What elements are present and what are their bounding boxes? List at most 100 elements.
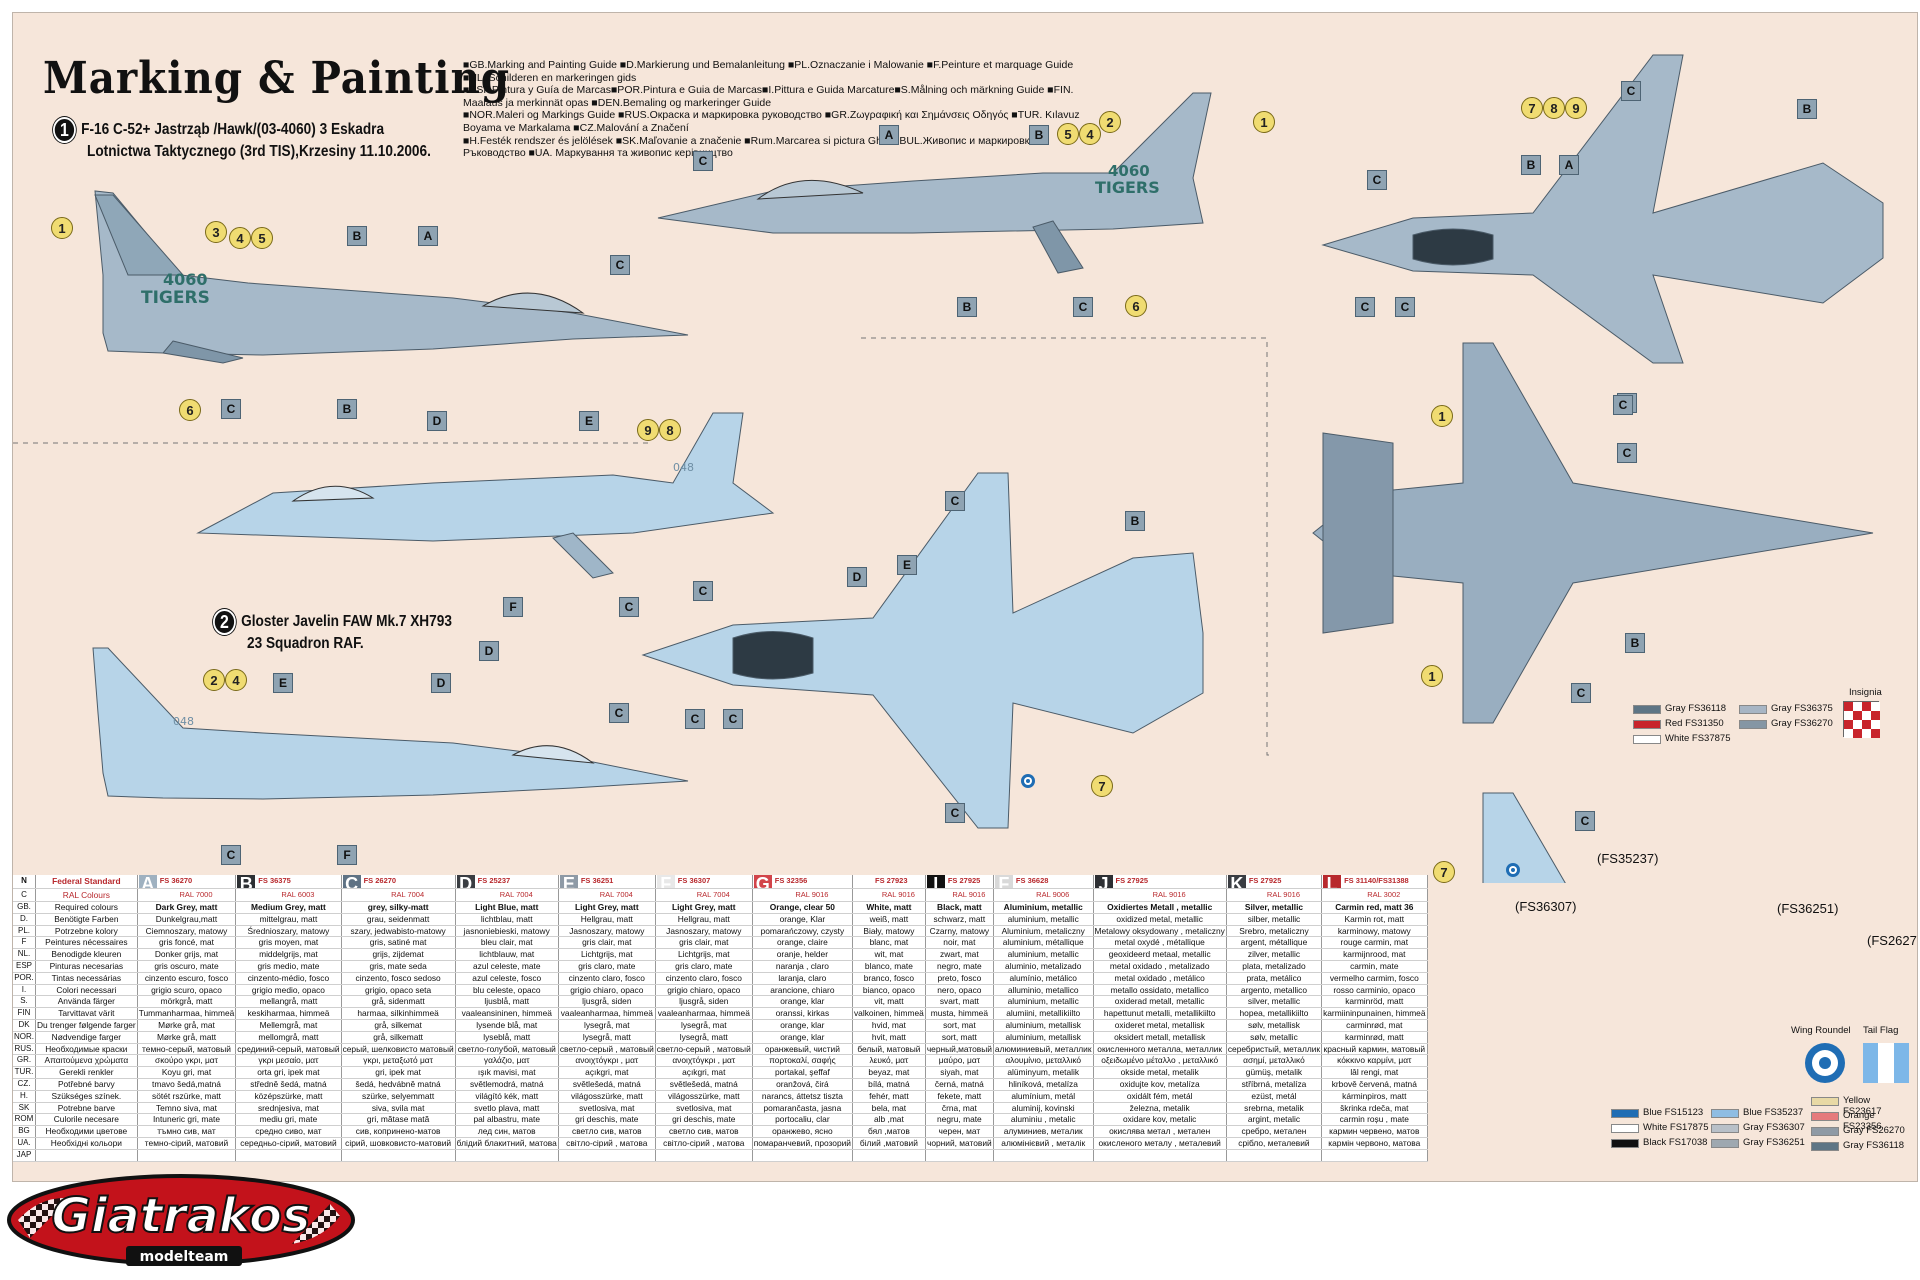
- swatch-label: Blue FS15123: [1643, 1107, 1704, 1118]
- color-label-box: F: [503, 597, 523, 617]
- color-label-box: A: [1559, 155, 1579, 175]
- callout-marker: 7: [1433, 861, 1455, 883]
- color-label-box: B: [957, 297, 977, 317]
- color-label-box: C: [1621, 81, 1641, 101]
- color-label-box: E: [273, 673, 293, 693]
- fs-callout: (FS26270): [1867, 933, 1917, 948]
- swatch-label: White FS17875: [1643, 1122, 1709, 1133]
- insignia-label: Insignia: [1849, 687, 1882, 698]
- callout-marker: 2: [203, 669, 225, 691]
- f16-bottom-view-scheme-1: [1312, 342, 1874, 724]
- giatrakos-logo: Giatrakos modelteam: [7, 1174, 355, 1266]
- color-label-box: B: [1797, 99, 1817, 119]
- scheme-number-badge: 2: [213, 609, 236, 635]
- callout-marker: 2: [1099, 111, 1121, 133]
- color-label-box: D: [479, 641, 499, 661]
- callout-marker: 4: [229, 227, 251, 249]
- color-label-box: C: [1367, 170, 1387, 190]
- swatch: [1633, 720, 1661, 729]
- color-label-box: B: [1521, 155, 1541, 175]
- color-label-box: D: [427, 411, 447, 431]
- color-label-box: B: [1625, 633, 1645, 653]
- aircraft-serial: 4060: [163, 270, 208, 289]
- polish-checkerboard-insignia: [1843, 701, 1880, 738]
- color-label-box: C: [610, 255, 630, 275]
- page-title: Marking & Painting: [43, 53, 511, 104]
- swatch-label: Red FS31350: [1665, 718, 1724, 729]
- color-label-box: C: [1613, 395, 1633, 415]
- color-label-box: C: [693, 151, 713, 171]
- color-label-box: C: [723, 709, 743, 729]
- color-label-box: C: [1617, 443, 1637, 463]
- callout-marker: 4: [1079, 123, 1101, 145]
- swatch-label: Gray FS36270: [1771, 718, 1833, 729]
- aircraft-serial: 4060: [1108, 162, 1150, 180]
- fs-callout: (FS35237): [1597, 851, 1659, 866]
- callout-marker: 8: [659, 419, 681, 441]
- swatch-label: Black FS17038: [1643, 1137, 1708, 1148]
- swatch-label: Gray FS36307: [1743, 1122, 1805, 1133]
- color-label-box: F: [337, 845, 357, 865]
- aircraft-tail-code: 048: [673, 461, 694, 474]
- tail-flag-icon: [1863, 1043, 1909, 1083]
- swatch: [1633, 735, 1661, 744]
- wing-roundel-icon: [1805, 1043, 1845, 1083]
- scheme-number-badge: 1: [53, 117, 76, 143]
- color-label-box: A: [418, 226, 438, 246]
- javelin-bottom-view: [1482, 792, 1566, 883]
- swatch-label: White FS37875: [1665, 733, 1731, 744]
- section-dividers: [13, 337, 1271, 756]
- swatch-label: Gray FS36251: [1743, 1137, 1805, 1148]
- scheme-subtitle: 23 Squadron RAF.: [247, 635, 364, 652]
- guide-line: ■ESP.Pintura y Guía de Marcas■POR.Pintur…: [463, 84, 1074, 109]
- callout-marker: 9: [1565, 97, 1587, 119]
- color-label-box: D: [431, 673, 451, 693]
- color-label-box: C: [945, 803, 965, 823]
- aircraft-illustrations: 4060 TIGERS 4060 TIGERS 048: [92, 54, 1884, 883]
- callout-marker: 7: [1521, 97, 1543, 119]
- color-label-box: C: [1355, 297, 1375, 317]
- callout-marker: 6: [1125, 295, 1147, 317]
- guide-line: ■NOR.Maleri og Markings Guide ■RUS.Окрас…: [463, 109, 1080, 134]
- swatch-label: Gray FS36118: [1843, 1140, 1905, 1151]
- swatch-label: Blue FS35237: [1743, 1107, 1804, 1118]
- color-label-box: C: [609, 703, 629, 723]
- aircraft-tail-code: 048: [173, 715, 194, 728]
- color-label-box: E: [897, 555, 917, 575]
- swatch: [1739, 720, 1767, 729]
- callout-marker: 1: [1421, 665, 1443, 687]
- table-row: JAP: [13, 1149, 1428, 1162]
- swatch-label: Gray FS36375: [1771, 703, 1833, 714]
- fs-callout: (FS36307): [1515, 899, 1577, 914]
- color-label-box: C: [685, 709, 705, 729]
- aircraft-unit-text: TIGERS: [1095, 178, 1160, 197]
- color-label-box: C: [945, 491, 965, 511]
- scheme-subtitle: Lotnictwa Taktycznego (3rd TIS),Krzesiny…: [87, 143, 431, 160]
- f16-side-view-right: [657, 92, 1212, 274]
- color-label-box: B: [337, 399, 357, 419]
